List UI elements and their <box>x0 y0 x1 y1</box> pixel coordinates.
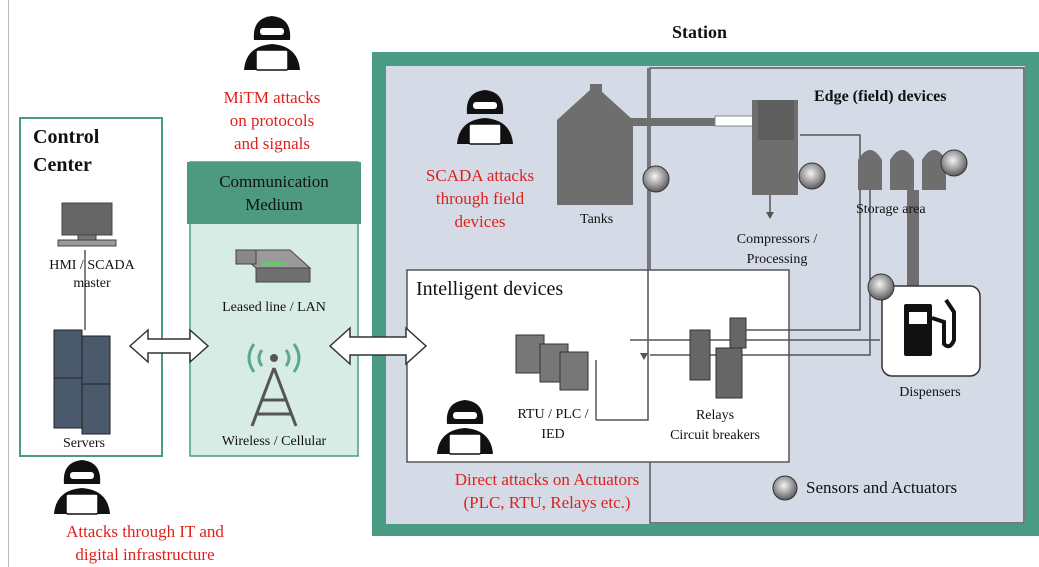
hacker-mitm-icon <box>243 15 301 71</box>
hacker-it-icon <box>53 459 111 515</box>
compressors-label-2: Processing <box>746 252 808 267</box>
fuel-pump-icon <box>904 298 956 356</box>
tanks-label: Tanks <box>580 212 614 227</box>
storage-label: Storage area <box>856 202 926 217</box>
lan-label: Leased line / LAN <box>222 300 326 315</box>
mitm-attack-line1: MiTM attacks <box>223 88 321 107</box>
scada-attack-line3: devices <box>454 212 506 231</box>
servers-icon <box>53 329 111 435</box>
station-title: Station <box>672 22 728 42</box>
cell-tower-icon <box>247 343 301 427</box>
control-center-title-2: Center <box>33 154 92 176</box>
comm-header <box>187 162 361 224</box>
double-arrow-right <box>328 326 428 366</box>
dispensers-label: Dispensers <box>899 385 961 400</box>
direct-attack-line1: Direct attacks on Actuators <box>454 470 640 489</box>
compressors-label-1: Compressors / <box>736 232 818 247</box>
it-attack-line2: digital infrastructure <box>75 545 215 564</box>
wireless-label: Wireless / Cellular <box>221 434 327 449</box>
hmi-label: HMI / SCADA <box>49 258 135 273</box>
direct-attack-line2: (PLC, RTU, Relays etc.) <box>463 493 631 512</box>
legend-sensors-label: Sensors and Actuators <box>806 478 958 497</box>
intelligent-devices-title: Intelligent devices <box>416 278 564 300</box>
rtu-label-1: RTU / PLC / <box>517 407 589 422</box>
double-arrow-left <box>128 328 210 364</box>
hmi-computer-icon <box>57 202 117 247</box>
scada-attack-line1: SCADA attacks <box>425 166 535 185</box>
page-left-border <box>8 0 9 567</box>
servers-label: Servers <box>63 436 105 451</box>
relays-label-1: Relays <box>695 408 735 423</box>
comm-title-2: Medium <box>245 195 303 214</box>
mitm-attack-line3: and signals <box>233 134 311 153</box>
sensor-knobs <box>642 149 968 501</box>
rtu-plc-ied-device <box>515 334 589 391</box>
hmi-label-2: master <box>73 276 111 291</box>
scada-attack-line2: through field <box>435 189 525 208</box>
relays-label-2: Circuit breakers <box>670 428 760 443</box>
control-center-title-1: Control <box>33 126 100 148</box>
it-attack-line1: Attacks through IT and <box>66 522 224 541</box>
rtu-label-2: IED <box>541 427 565 442</box>
mitm-attack-line2: on protocols <box>229 111 315 130</box>
edge-devices-title: Edge (field) devices <box>814 88 947 105</box>
relays-device <box>689 317 747 399</box>
storage-tanks-shape <box>858 150 946 290</box>
router-icon <box>234 249 312 283</box>
comm-title-1: Communication <box>219 172 329 191</box>
